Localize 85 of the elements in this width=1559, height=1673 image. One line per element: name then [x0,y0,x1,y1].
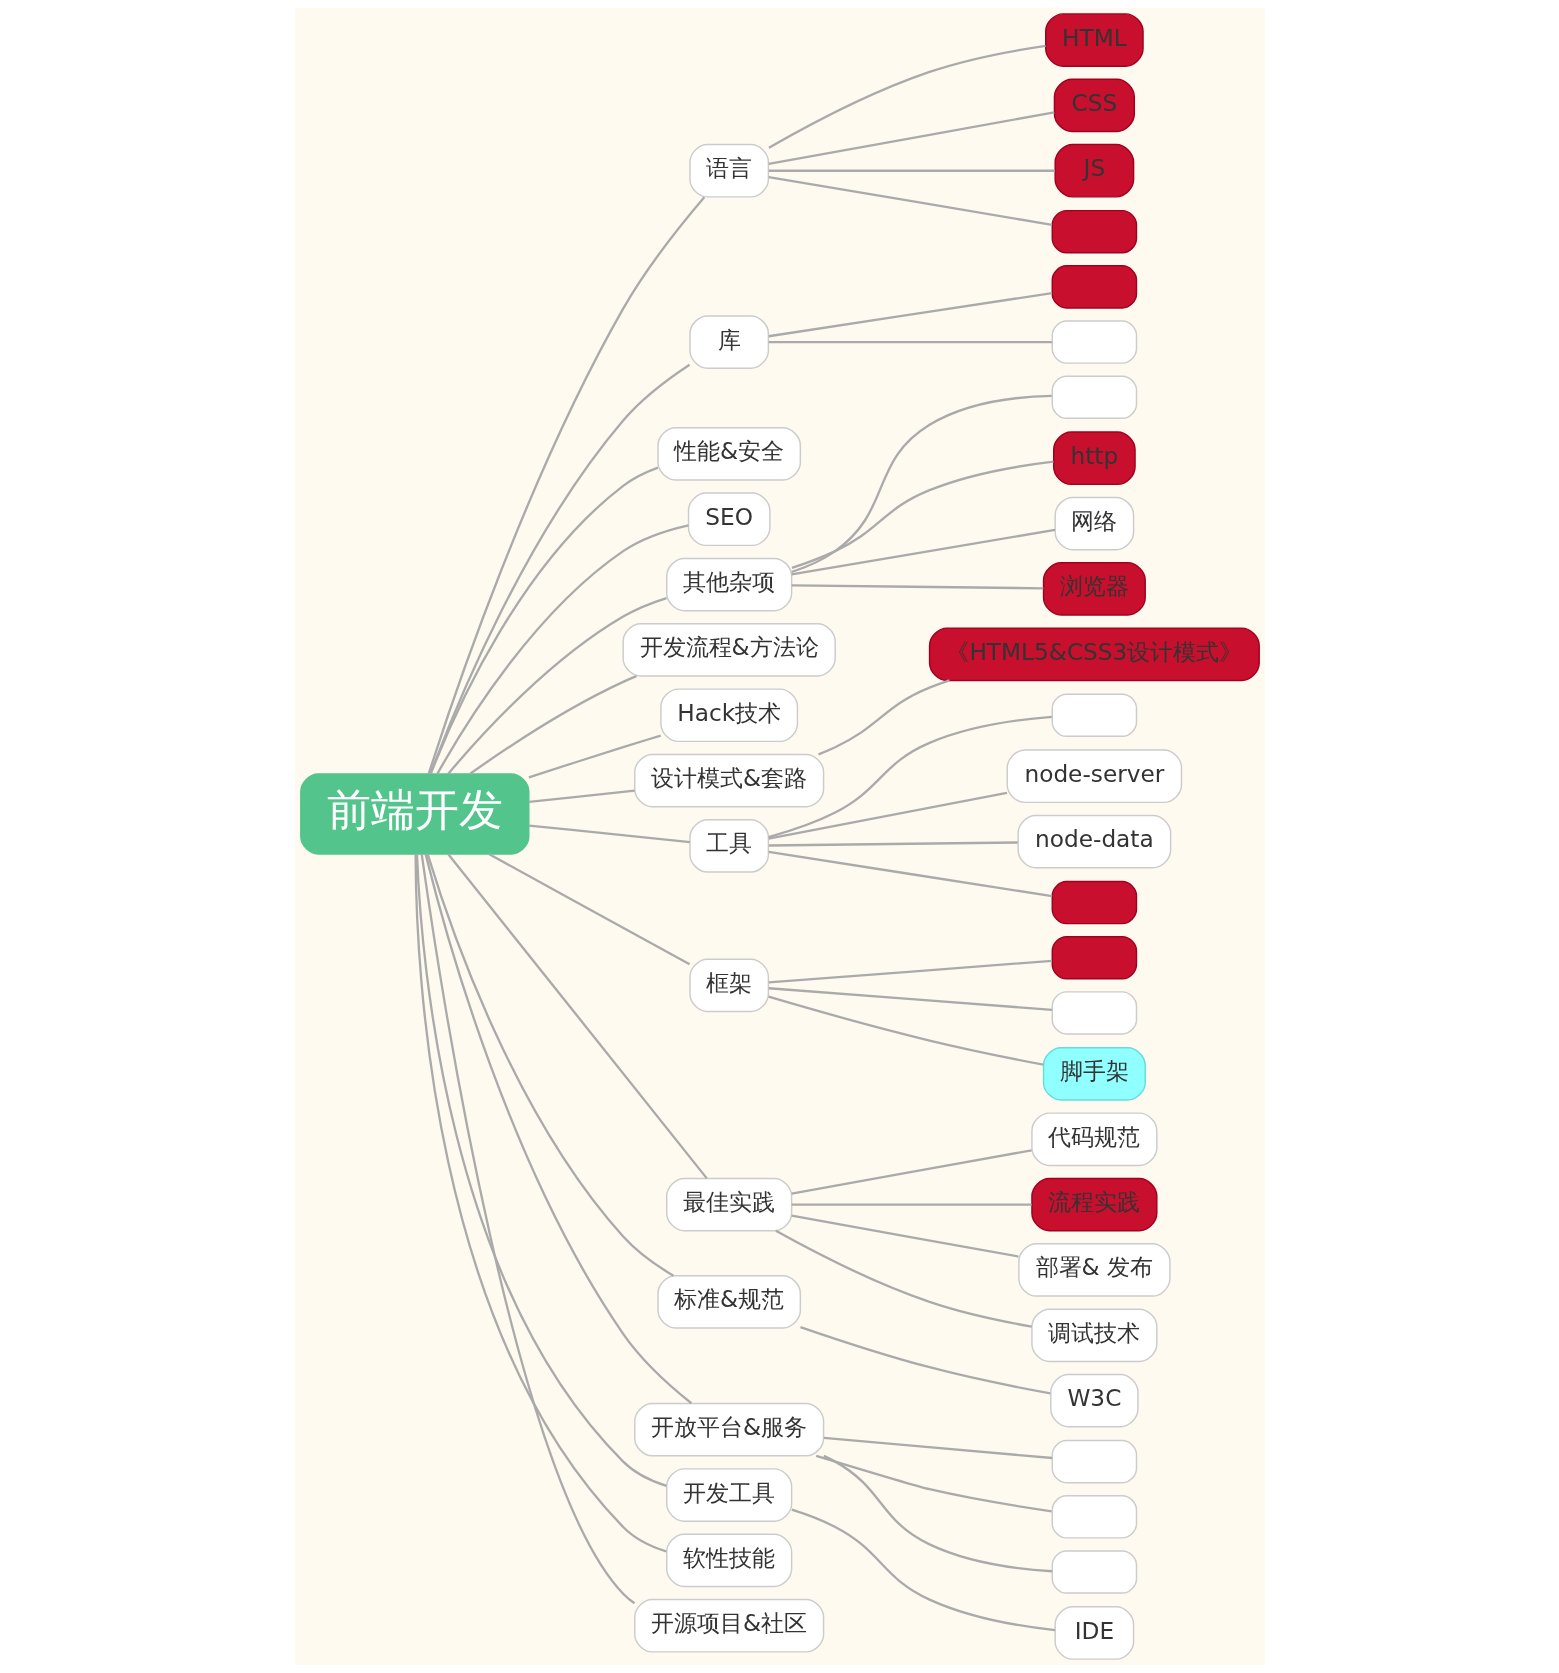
connector [435,524,689,775]
connector [817,679,950,756]
connector [420,854,635,1605]
node-box: SEO [687,492,771,547]
connector [791,1203,1032,1206]
connector [487,852,690,966]
connector [790,1149,1032,1195]
node-box: 框架 [688,958,769,1013]
connector [446,853,708,1180]
node-box [1051,375,1137,420]
node-box: 库 [688,315,769,369]
connector [790,394,1052,574]
node-box: IDE [1053,1606,1134,1660]
connector [528,789,635,804]
connector [768,791,1007,840]
node-box: 前端开发 [299,773,529,855]
connector [427,196,705,775]
node-box [1051,1495,1137,1539]
node-box [1051,991,1137,1035]
connector [815,1454,1052,1513]
node-box [1051,1550,1137,1594]
node-box: http [1052,431,1136,486]
connector [790,1508,1055,1632]
connector [768,959,1052,984]
connector [468,675,637,775]
node-box: 浏览器 [1042,562,1146,616]
node-box [1051,693,1137,738]
connector [424,853,692,1405]
connector [768,111,1054,165]
connector [767,44,1046,149]
node-box: 网络 [1053,496,1134,551]
node-box [1051,1439,1137,1484]
node-box: 软性技能 [665,1533,792,1588]
connector [767,995,1044,1066]
node-box: W3C [1049,1373,1139,1428]
node-box: 工具 [688,819,769,873]
node-box: node-server [1006,749,1182,804]
connector [528,734,661,779]
node-box: 开源项目&社区 [633,1598,824,1653]
node-box: 设计模式&套路 [633,753,824,808]
node-box: Hack技术 [659,688,798,743]
connector [768,987,1052,1011]
connector [768,169,1055,172]
connector [446,596,667,775]
node-box: node-data [1016,814,1171,869]
connector [429,466,658,775]
node-box: 最佳实践 [665,1177,792,1232]
connector [768,340,1052,344]
connector [767,715,1052,839]
node-box: 代码规范 [1030,1112,1158,1167]
node-box: CSS [1053,78,1135,133]
connector [768,841,1018,847]
node-box: 《HTML5&CSS3设计模式》 [928,627,1260,682]
node-box: 开发工具 [665,1468,792,1522]
node-box: 脚手架 [1042,1047,1146,1101]
node-box: 语言 [688,143,769,198]
node-box: HTML [1044,13,1144,67]
connector [426,854,674,1277]
connector [822,1454,1052,1573]
node-box: 开放平台&服务 [633,1402,824,1457]
connector [791,584,1043,590]
connector [428,363,690,775]
connector [823,1436,1052,1460]
connector [768,176,1052,226]
connector [790,528,1055,576]
node-box: 开发流程&方法论 [621,623,836,677]
node-box: 性能&安全 [656,427,801,481]
connector [790,1214,1019,1258]
node-box [1051,320,1137,364]
connector [768,291,1052,338]
node-box: 部署& 发布 [1017,1243,1171,1297]
connector [774,1229,1032,1328]
connector [768,850,1052,898]
node-box [1051,935,1137,980]
node-box: 调试技术 [1030,1308,1158,1363]
connector [799,1325,1051,1395]
node-box: JS [1053,143,1134,198]
node-box [1051,209,1137,254]
node-box: 流程实践 [1030,1177,1158,1232]
node-box: 标准&规范 [656,1275,801,1329]
node-box [1051,265,1137,309]
connector [528,824,690,844]
node-box [1051,880,1137,925]
connector [791,460,1054,570]
node-box: 其他杂项 [665,557,792,612]
